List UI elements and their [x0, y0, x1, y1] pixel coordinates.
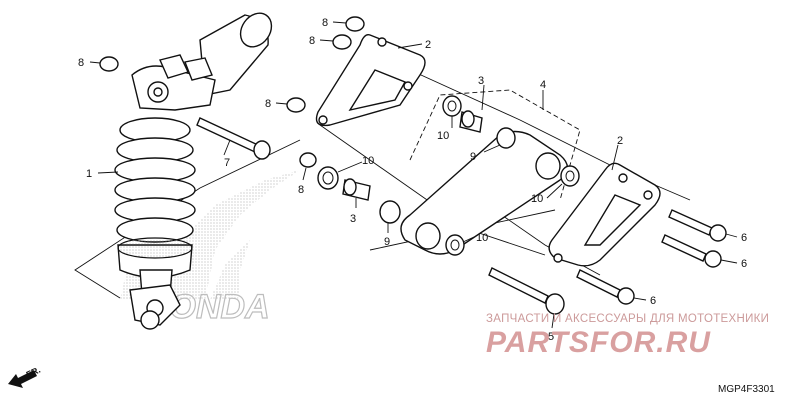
bolt-7: [196, 117, 271, 160]
callout-10-c: 10: [531, 193, 543, 205]
collars-and-bearings: [342, 110, 516, 224]
callout-6-c: 6: [650, 295, 656, 307]
callout-8-a: 8: [78, 57, 84, 69]
rear-shock-absorber: [114, 12, 273, 330]
callout-10-a: 10: [437, 130, 449, 142]
callout-4: 4: [540, 79, 546, 91]
callout-9-upper: 9: [470, 151, 476, 163]
callout-3-upper: 3: [478, 75, 484, 87]
shock-link-plate-lower: [548, 162, 661, 267]
callout-8-e: 8: [298, 184, 304, 196]
bolt-5: [488, 267, 565, 315]
diagram-code: MGP4F3301: [718, 384, 775, 395]
callout-9-lower: 9: [384, 236, 390, 248]
watermark-brand: PARTSFOR.RU: [486, 326, 711, 359]
callout-1: 1: [86, 168, 92, 180]
shock-arm-link: [400, 130, 569, 255]
callout-5: 5: [548, 331, 554, 343]
callout-8-c: 8: [309, 35, 315, 47]
front-arrow-icon: [8, 370, 37, 388]
watermark-subtitle: ЗАПЧАСТИ И АКСЕССУАРЫ ДЛЯ МОТОТЕХНИКИ: [486, 313, 769, 325]
nuts-8: [99, 16, 365, 168]
shock-link-plate-upper: [315, 34, 426, 127]
bolts-6: [576, 209, 727, 305]
front-direction-indicator: FR.: [8, 365, 42, 388]
callout-numbers: 1 2 2 3 3 4 5 6 6 6 7 8 8 8 8 8 9 9 10 1…: [78, 17, 747, 343]
callout-10-d: 10: [476, 232, 488, 244]
callout-8-d: 8: [265, 98, 271, 110]
callout-2-upper: 2: [425, 39, 431, 51]
callout-8-b: 8: [322, 17, 328, 29]
callout-2-lower: 2: [617, 135, 623, 147]
callout-7: 7: [224, 157, 230, 169]
watermark: ЗАПЧАСТИ И АКСЕССУАРЫ ДЛЯ МОТОТЕХНИКИ PA…: [486, 313, 769, 359]
front-label: FR.: [25, 365, 42, 380]
callout-3-lower: 3: [350, 213, 356, 225]
callout-6-a: 6: [741, 232, 747, 244]
callout-6-b: 6: [741, 258, 747, 270]
leader-lines: [89, 21, 738, 329]
dust-seals-10: [317, 95, 580, 256]
callout-10-b: 10: [362, 155, 374, 167]
